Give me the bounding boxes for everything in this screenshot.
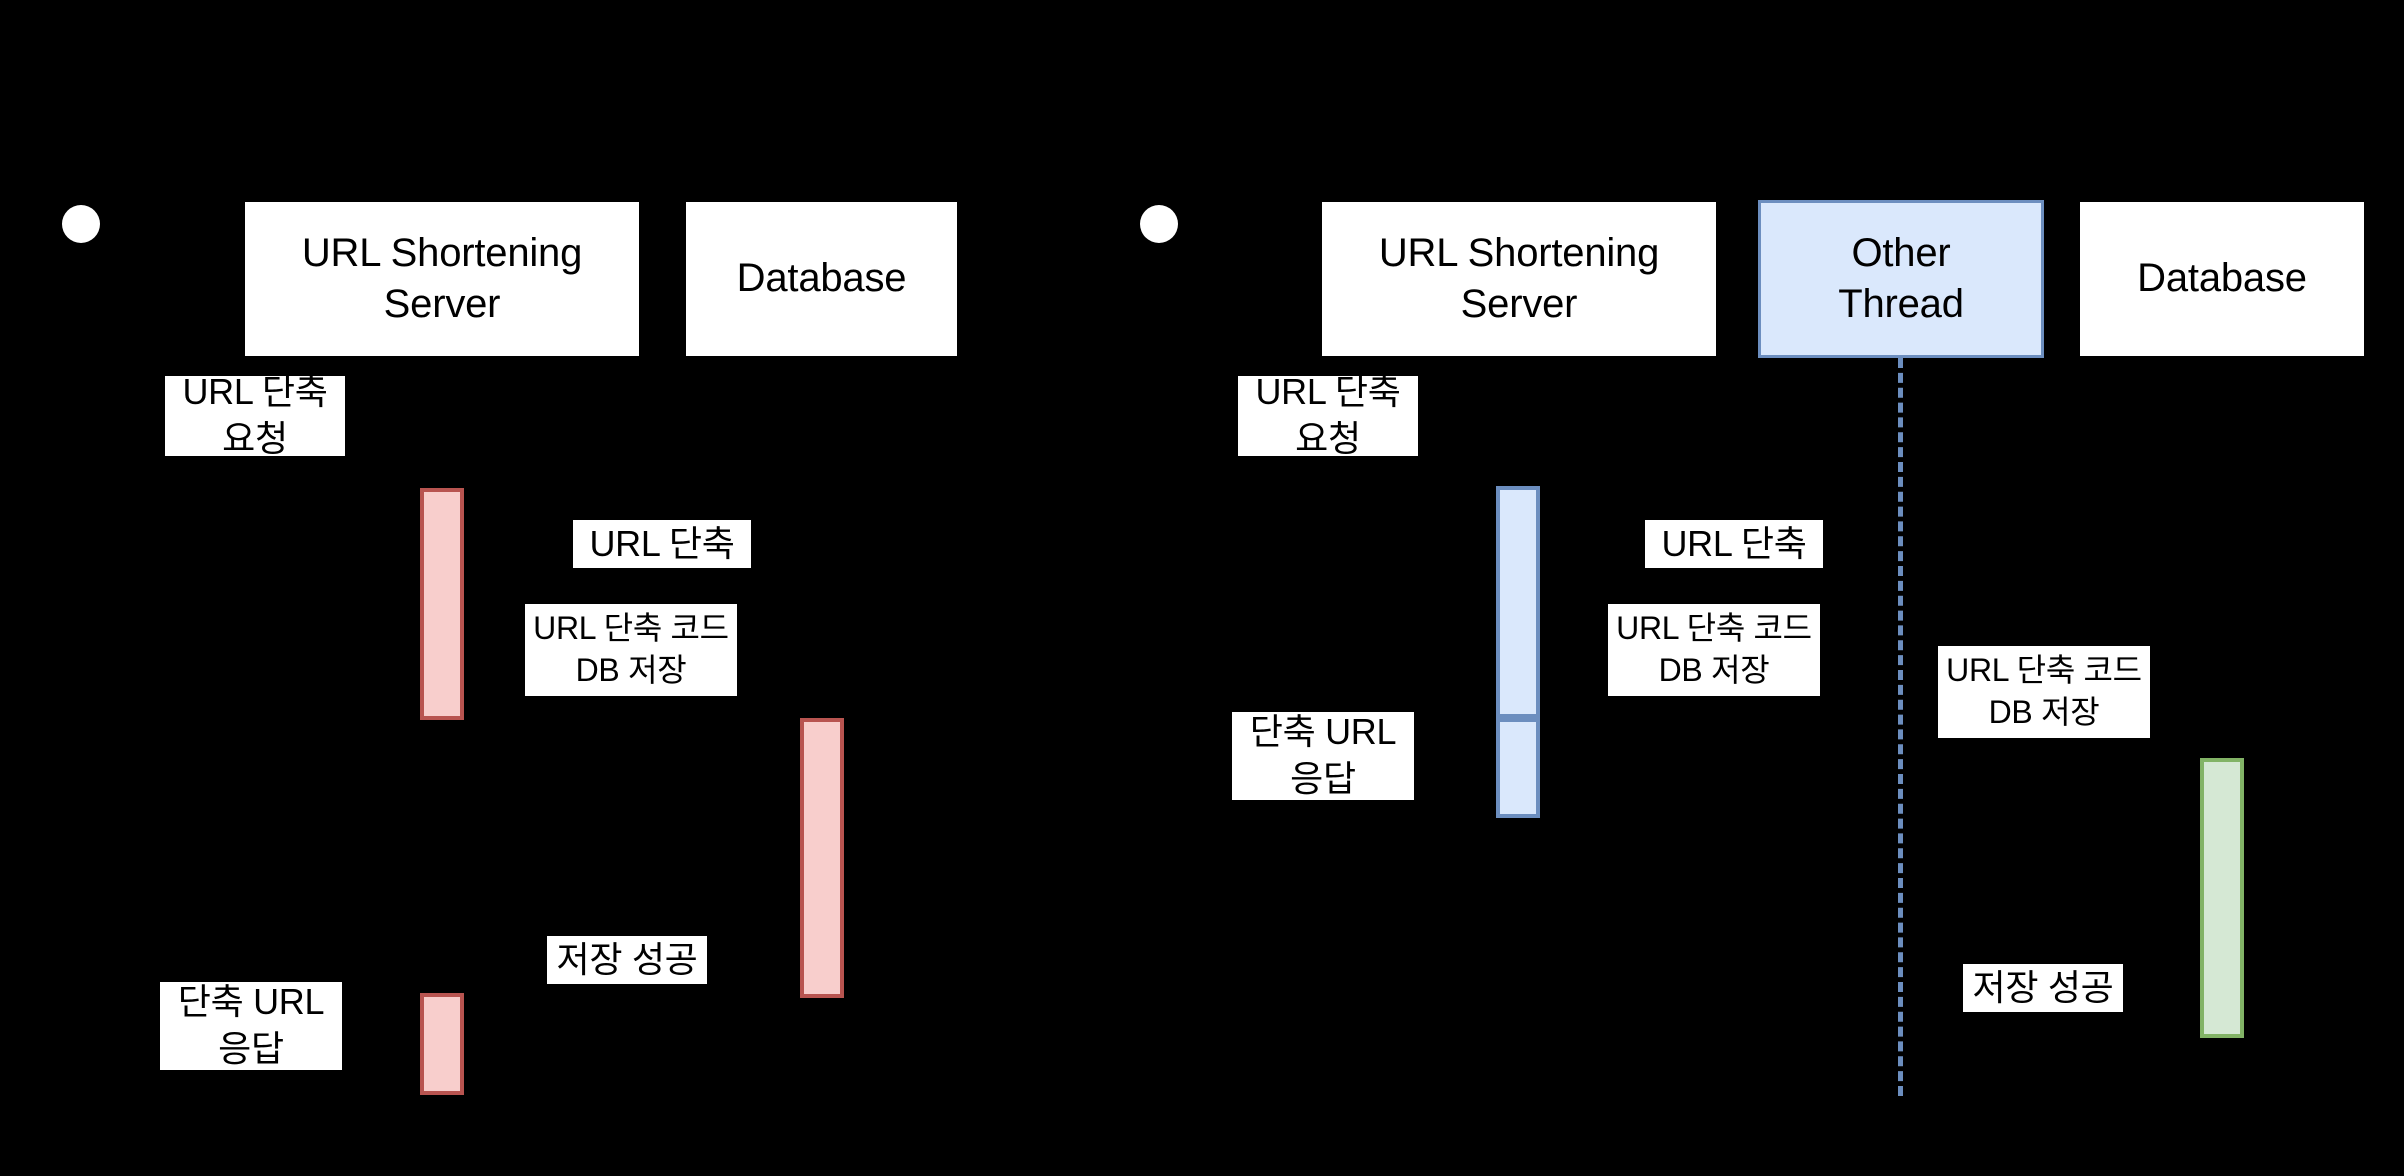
activation-database-right bbox=[2200, 758, 2244, 1038]
activation-server-2 bbox=[420, 993, 464, 1095]
participant-other-thread[interactable]: Other Thread bbox=[1758, 200, 2044, 358]
actor-icon bbox=[62, 205, 100, 243]
message-save-success-right: 저장 성공 bbox=[1963, 964, 2123, 1012]
participant-database-right[interactable]: Database bbox=[2078, 200, 2366, 358]
message-save-code-to-db: URL 단축 코드 DB 저장 bbox=[525, 604, 737, 696]
message-short-url-response: 단축 URL 응답 bbox=[160, 981, 342, 1070]
message-short-url-response-right: 단축 URL 응답 bbox=[1232, 711, 1414, 800]
message-url-shorten-request-right: URL 단축 요청 bbox=[1238, 371, 1418, 459]
participant-url-shortening-server[interactable]: URL Shortening Server bbox=[243, 200, 641, 358]
participant-database[interactable]: Database bbox=[684, 200, 959, 358]
participant-url-shortening-server-right[interactable]: URL Shortening Server bbox=[1320, 200, 1718, 358]
activation-server-lower bbox=[1496, 718, 1540, 818]
actor-icon-right bbox=[1140, 205, 1178, 243]
activation-server-1 bbox=[420, 488, 464, 720]
message-url-shorten: URL 단축 bbox=[573, 520, 751, 568]
activation-database bbox=[800, 718, 844, 998]
other-thread-lifeline bbox=[1898, 358, 1903, 1096]
message-save-code-to-db-right: URL 단축 코드 DB 저장 bbox=[1938, 646, 2150, 738]
message-url-shorten-right: URL 단축 bbox=[1645, 520, 1823, 568]
message-url-shorten-request: URL 단축 요청 bbox=[165, 371, 345, 459]
activation-server-upper bbox=[1496, 486, 1540, 718]
message-save-success: 저장 성공 bbox=[547, 936, 707, 984]
message-save-code-to-db-thread: URL 단축 코드 DB 저장 bbox=[1608, 604, 1820, 696]
